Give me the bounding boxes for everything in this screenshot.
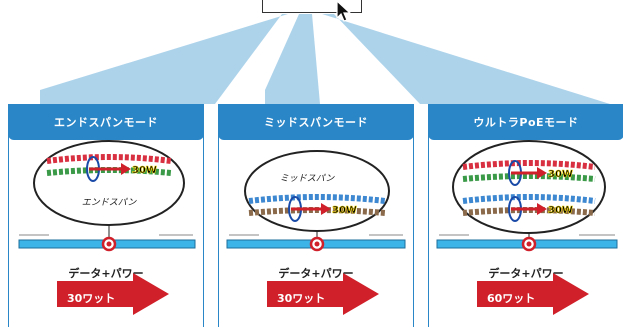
panel-endspan: エンドスパンモード 30W エンドスパン データ+パワー 30ワット (8, 104, 204, 327)
ray-right (322, 14, 610, 104)
zoom-bubble (33, 140, 185, 226)
wattage-arrow (477, 273, 589, 315)
zoom-bubble (452, 140, 606, 234)
zoom-bubble (244, 150, 390, 232)
power-badge: 30W (132, 165, 157, 176)
power-arrow-icon (121, 163, 131, 175)
ray-left (40, 14, 288, 104)
wattage-arrow (57, 273, 169, 315)
data-power-label: データ+パワー (68, 267, 144, 280)
wattage-label: 30ワット (277, 292, 326, 305)
data-power-label: データ+パワー (278, 267, 354, 280)
cable-label: ミッドスパン (280, 173, 335, 184)
wattage-label: 60ワット (487, 292, 536, 305)
cable-label: エンドスパン (82, 197, 137, 208)
panel-title: エンドスパンモード (8, 104, 204, 140)
wattage-arrow (267, 273, 379, 315)
endspan-diagram: 30W エンドスパン (18, 140, 196, 315)
panel-title: ウルトラPoEモード (428, 104, 623, 140)
panel-ultra-poe: ウルトラPoEモード 30W 30W データ+パワー 60ワット (428, 104, 623, 327)
power-arrow-icon (537, 167, 547, 179)
power-badge: 30W (548, 205, 573, 216)
panel-midspan: ミッドスパンモード ミッドスパン 30W データ+パワー 30ワット (218, 104, 414, 327)
power-badge: 30W (548, 169, 573, 180)
power-badge: 30W (332, 205, 357, 216)
panel-title: ミッドスパンモード (218, 104, 414, 140)
data-power-label: データ+パワー (488, 267, 564, 280)
ultra-poe-diagram: 30W 30W (436, 140, 618, 315)
wattage-label: 30ワット (67, 292, 116, 305)
power-arrow-icon (321, 203, 331, 215)
ray-middle (265, 14, 320, 104)
midspan-diagram: ミッドスパン 30W (226, 150, 406, 315)
mouse-cursor-icon (336, 0, 352, 22)
power-arrow-icon (537, 203, 547, 215)
